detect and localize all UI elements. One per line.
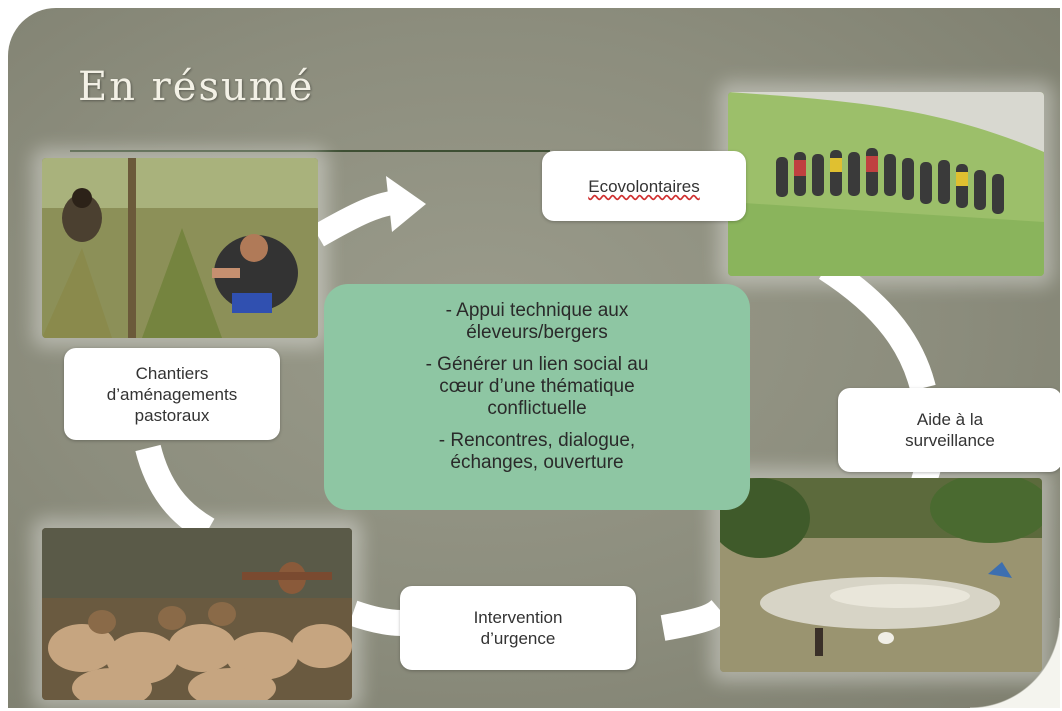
slide-title: En résumé — [78, 64, 315, 110]
photo-surveillance-illustration — [720, 478, 1042, 672]
label-chantiers: Chantiers d’aménagements pastoraux — [64, 348, 280, 440]
label-aide-surveillance: Aide à la surveillance — [838, 388, 1060, 472]
label-ecovolontaires: Ecovolontaires — [542, 151, 746, 221]
label-intervention-urgence-text: Intervention d’urgence — [473, 608, 563, 648]
cycle-ring — [135, 176, 941, 641]
summary-item-2: - Générer un lien social au cœur d’une t… — [425, 354, 649, 419]
photo-intervention-illustration — [42, 528, 352, 700]
photo-intervention — [42, 528, 352, 700]
photo-ecovolontaires — [728, 92, 1044, 276]
summary-item-3: - Rencontres, dialogue, échanges, ouvert… — [438, 430, 636, 473]
cycle-ring-arc — [312, 190, 400, 247]
label-intervention-urgence: Intervention d’urgence — [400, 586, 636, 670]
label-chantiers-text: Chantiers d’aménagements pastoraux — [106, 363, 238, 425]
label-ecovolontaires-text: Ecovolontaires — [588, 176, 700, 196]
photo-chantiers — [42, 158, 318, 338]
title-divider — [70, 150, 550, 152]
photo-ecovolontaires-illustration — [728, 92, 1044, 276]
cycle-arrowhead — [386, 176, 426, 232]
slide: En résumé — [8, 8, 1060, 708]
center-summary-box: - Appui technique aux éleveurs/bergers -… — [324, 284, 750, 510]
label-aide-surveillance-text: Aide à la surveillance — [905, 410, 995, 450]
photo-chantiers-illustration — [42, 158, 318, 338]
summary-item-1: - Appui technique aux éleveurs/bergers — [445, 300, 629, 343]
photo-surveillance — [720, 478, 1042, 672]
